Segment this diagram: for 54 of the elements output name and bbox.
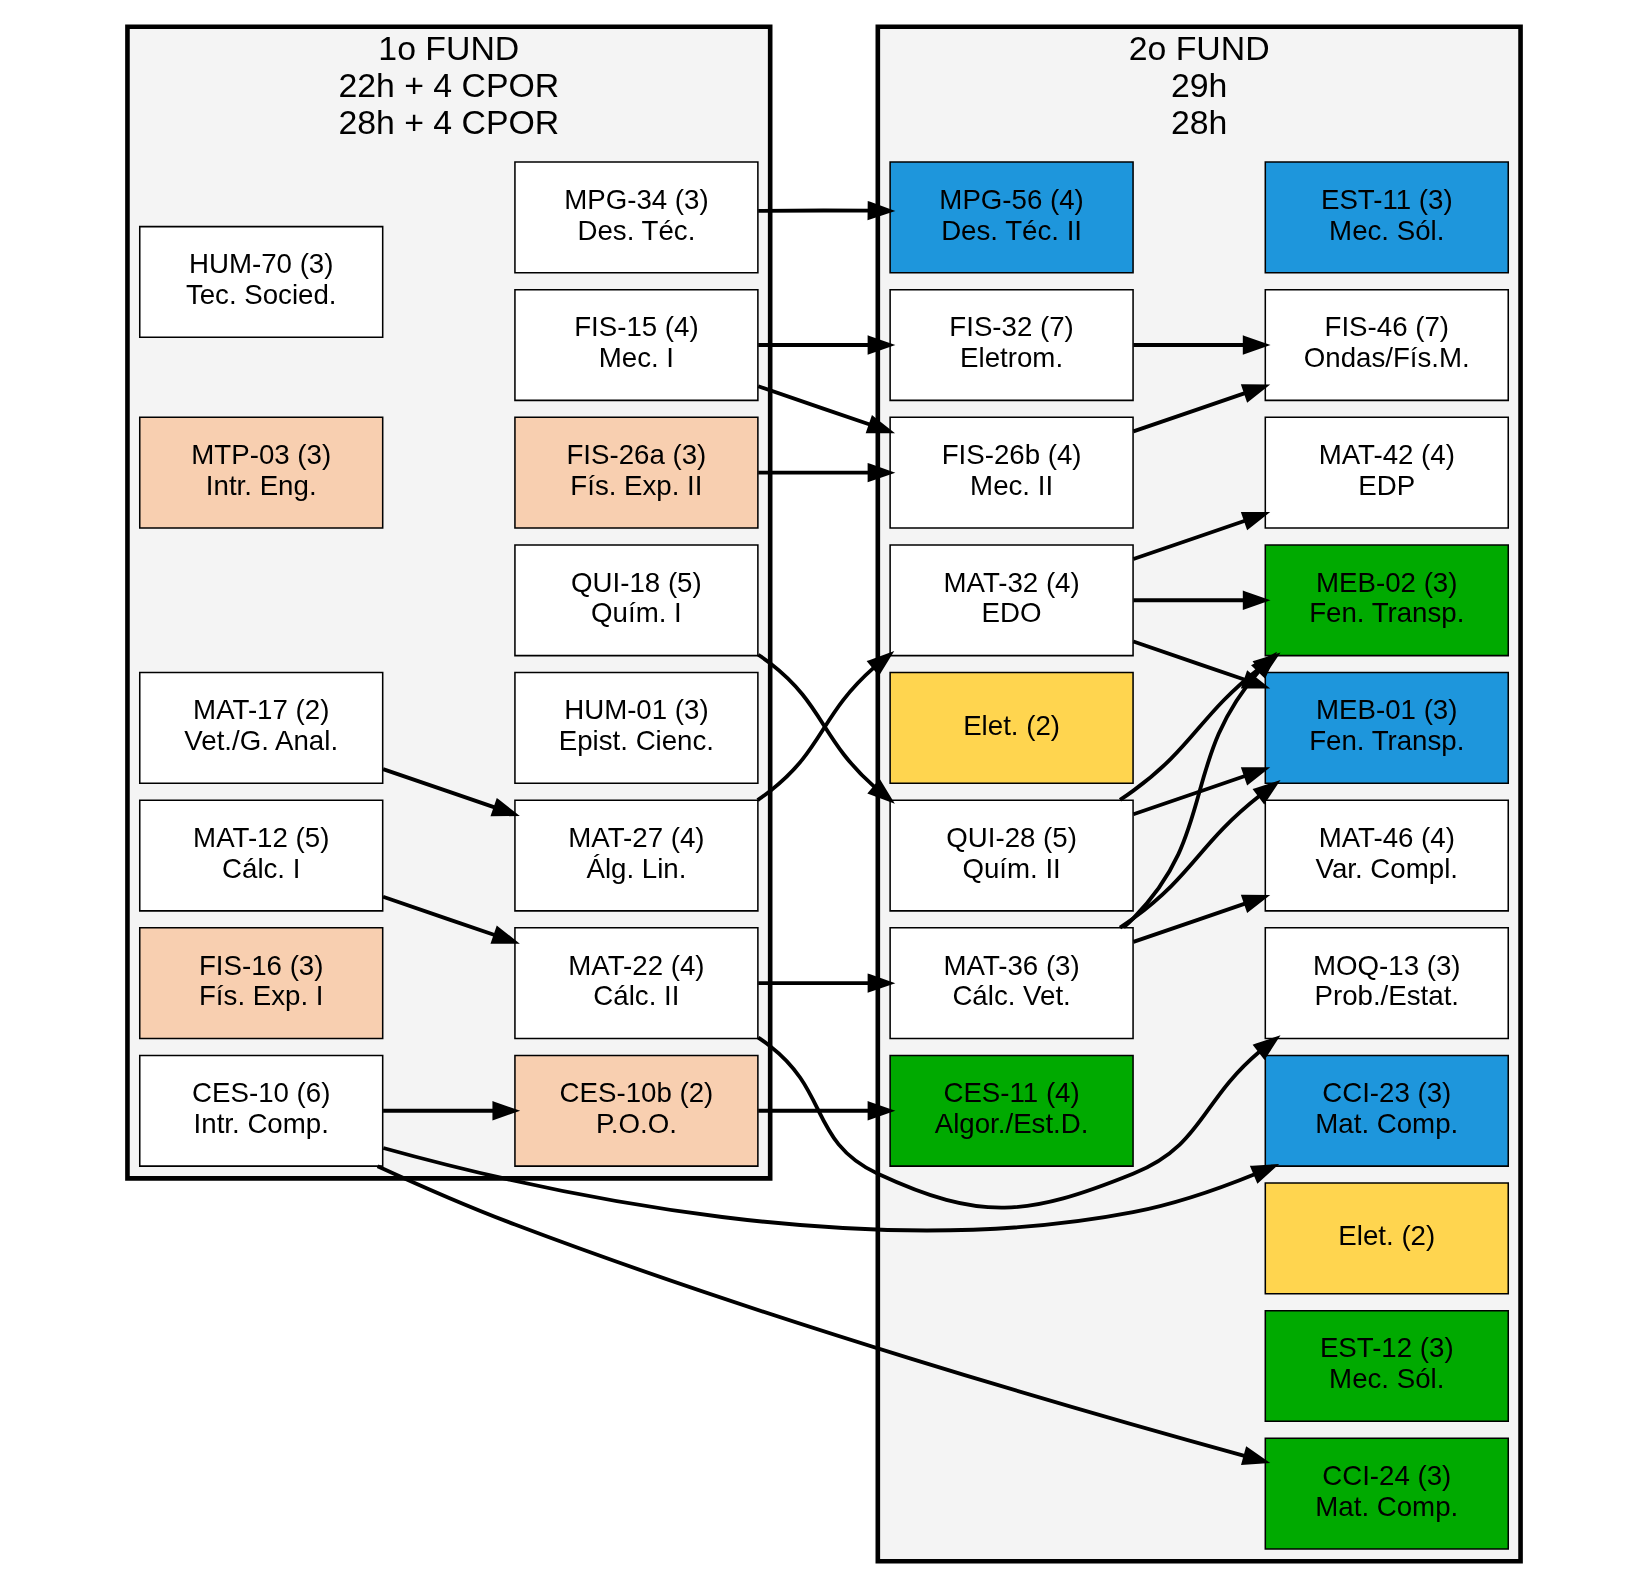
arrow <box>1132 590 1271 610</box>
node-box: MOQ-13 (3) Prob./Estat. <box>1264 927 1509 1040</box>
arrow <box>757 462 895 483</box>
node-box: MTP-03 (3) Intr. Eng. <box>138 416 383 529</box>
arrow <box>757 1101 895 1121</box>
arrow <box>1132 384 1270 434</box>
node-box: FIS-32 (7) Eletrom. <box>888 288 1134 402</box>
arrow <box>376 1164 1270 1466</box>
node-box: CCI-23 (3) Mat. Comp. <box>1264 1054 1509 1167</box>
arrow <box>382 1146 1279 1233</box>
arrow <box>757 200 895 221</box>
arrow <box>1132 335 1271 355</box>
arrow <box>1121 651 1277 929</box>
node-box: MAT-42 (4) EDP <box>1264 416 1509 529</box>
arrow <box>1132 894 1270 944</box>
arrow <box>756 1035 1280 1210</box>
node-box: FIS-26b (4) Mec. II <box>888 416 1134 529</box>
node-box: FIS-46 (7) Ondas/Fís.M. <box>1264 288 1509 402</box>
arrow <box>381 767 520 817</box>
node-box: MAT-22 (4) Cálc. II <box>513 927 759 1040</box>
node-box: MAT-17 (2) Vet./G. Anal. <box>138 671 383 784</box>
node-box: MAT-12 (5) Cálc. I <box>138 799 383 912</box>
node-box: EST-11 (3) Mec. Sól. <box>1264 161 1509 274</box>
node-box: HUM-70 (3) Tec. Socied. <box>138 225 383 339</box>
node-box: EST-12 (3) Mec. Sól. <box>1264 1309 1509 1423</box>
node-box: CES-11 (4) Algor./Est.D. <box>888 1054 1134 1167</box>
node-box: FIS-26a (3) Fís. Exp. II <box>513 416 759 529</box>
node-box: HUM-01 (3) Epist. Cienc. <box>513 671 759 784</box>
arrow <box>757 384 895 434</box>
node-box: MPG-56 (4) Des. Téc. II <box>888 161 1134 274</box>
node-box: FIS-15 (4) Mec. I <box>513 288 759 402</box>
arrow <box>1118 780 1281 930</box>
node-box: CCI-24 (3) Mat. Comp. <box>1264 1437 1509 1550</box>
arrow <box>1132 511 1270 561</box>
node-box: QUI-28 (5) Quím. II <box>888 799 1134 912</box>
arrow <box>382 1101 520 1121</box>
node-box: MPG-34 (3) Des. Téc. <box>513 161 759 274</box>
arrow <box>757 973 895 993</box>
node-box: MEB-01 (3) Fen. Transp. <box>1264 671 1509 784</box>
arrow <box>1132 767 1270 817</box>
node-box: MAT-32 (4) EDO <box>888 544 1134 657</box>
arrow <box>757 335 895 355</box>
node-box: CES-10 (6) Intr. Comp. <box>138 1054 383 1167</box>
node-box: MAT-46 (4) Var. Compl. <box>1264 799 1509 912</box>
node-box: MAT-27 (4) Álg. Lin. <box>513 799 759 912</box>
node-box: Elet. (2) <box>888 671 1134 784</box>
node-box: CES-10b (2) P.O.O. <box>513 1054 759 1167</box>
node-box: MAT-36 (3) Cálc. Vet. <box>888 927 1134 1040</box>
node-box: QUI-18 (5) Quím. I <box>513 544 759 657</box>
arrow <box>1132 639 1270 689</box>
arrow <box>381 894 520 944</box>
node-box: Elet. (2) <box>1264 1182 1509 1295</box>
node-box: FIS-16 (3) Fís. Exp. I <box>138 927 383 1040</box>
node-box: MEB-02 (3) Fen. Transp. <box>1264 544 1509 657</box>
